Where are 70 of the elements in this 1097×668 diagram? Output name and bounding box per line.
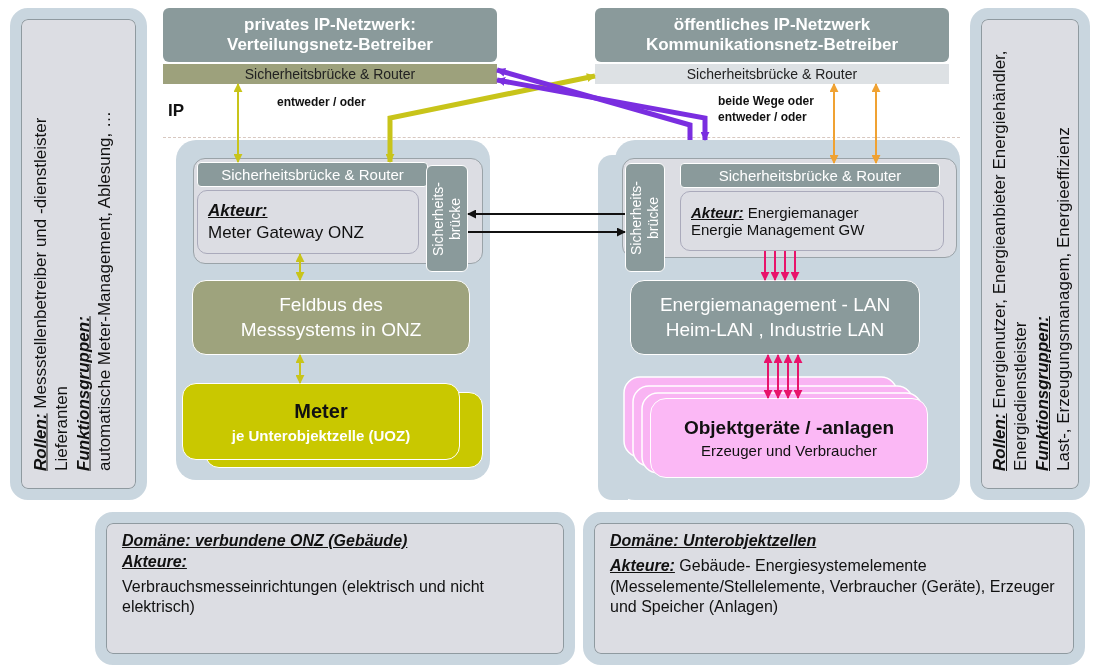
card-subtitle: Erzeuger und Verbraucher [701,442,877,459]
lan-box [630,280,920,355]
network-header [163,8,497,62]
security-bridge-bar [426,165,468,272]
router-bar [595,64,949,84]
body-text: Rollen: Energienutzer, Energieanbieter Energiehändler, Energiedienstleister [989,49,1032,471]
roles-panel [10,8,147,500]
arrow [790,250,800,281]
security-bridge-bar [625,163,665,272]
arrow [295,253,305,281]
device-card [650,398,928,478]
fieldbus-box [192,280,470,355]
bridge-label: Sicherheits- brücke [429,180,464,258]
router-label: Sicherheitsbrücke & Router [718,167,902,184]
actor-box [680,191,944,251]
domain-container [615,140,960,500]
actor-text: Meter Gateway ONZ [208,223,365,243]
note-text: entweder / oder [277,94,366,111]
arrow [770,250,780,281]
arrow [763,354,773,399]
arrow [295,354,305,384]
router-label: Sicherheitsbrücke & Router [686,66,858,82]
router-bar [197,162,428,187]
network-title: öffentliches IP-Netzwerk Kommunikationsnetz-Betreiber [645,14,899,56]
note-text: beide Wege oder entweder / oder [718,93,815,126]
card-subtitle: je Unterobjektzelle (UOZ) [231,426,411,444]
arrow [829,83,839,164]
arrow [467,209,626,219]
arrow [780,250,790,281]
body-text: Akteure: Gebäude- Energiesystemelemente (Messelemente/Stellelemente, Verbraucher (Geräte), Erzeuger und Speicher (Anlagen) [610,555,1056,618]
arrow [496,77,710,141]
arrow [496,67,693,140]
arrow [773,354,783,399]
actor-text: Akteur: Energiemanager [691,204,860,221]
heading-text: Akteure: [122,551,188,572]
body-text: automatische Meter-Management, Ablesung, … [92,109,114,471]
heading-text: Domäne: verbundene ONZ (Gebäude) [122,531,409,551]
domain-container [176,140,490,480]
heading-text: Akteur: [208,201,269,221]
router-bar [680,163,940,188]
network-title: privates IP-Netzwerk: Verteilungsnetz-Betreiber [226,14,434,56]
protocol-label: IP [168,100,185,122]
heading-text: Domäne: Unterobjektzellen [610,531,818,551]
meter-card [182,383,460,460]
arrow [385,73,596,163]
router-label: Sicherheitsbrücke & Router [244,66,416,82]
network-header [595,8,949,62]
arrow [760,250,770,281]
actor-box [197,190,419,254]
card-title: Objektgeräte / -anlagen [683,417,895,439]
card-title: Meter [294,399,348,423]
bridge-label: Sicherheits- brücke [627,179,662,257]
domain-box [583,512,1085,665]
arrow [467,227,626,237]
body-text: Verbrauchsmesseinrichtungen (elektrisch und nicht elektrisch) [122,576,485,618]
domain-box [95,512,575,665]
actor-text: Energie Management GW [691,221,866,238]
arrow [871,83,881,164]
body-text: Feldbus des Messsystems in ONZ [239,292,423,342]
router-label: Sicherheitsbrücke & Router [221,166,404,183]
arrow [793,354,803,399]
arrow [783,354,793,399]
body-text: Last-, Erzeugungsmanagem, Energieeffizienz [1052,126,1074,471]
body-text: Energiemanagement - LAN Heim-LAN , Industrie LAN [658,292,892,342]
router-bar [163,64,497,84]
body-text: Rollen: Messstellenbetreiber und -dienstleister Lieferanten [29,116,72,471]
heading-text: Funktionsgruppen: [71,315,93,471]
heading-text: Funktionsgruppen: [1031,315,1053,471]
arrow [233,83,243,163]
roles-panel [970,8,1090,500]
